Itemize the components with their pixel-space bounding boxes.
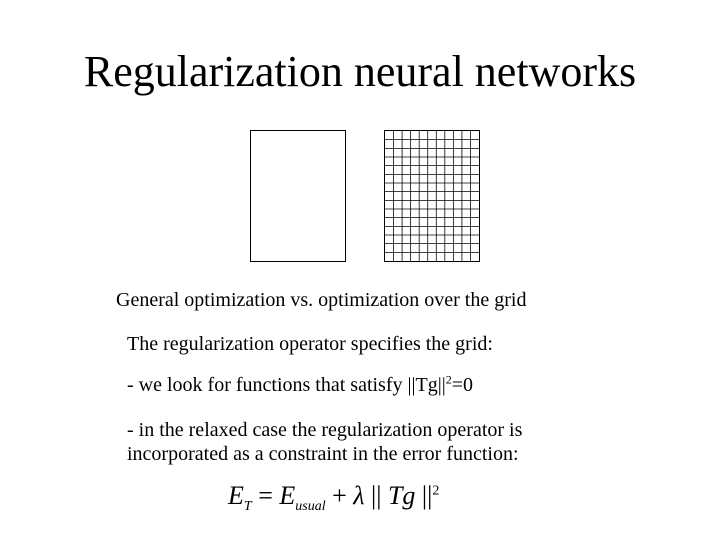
plain-rectangle <box>250 130 346 262</box>
formula-lhs-subscript: T <box>243 499 252 515</box>
error-function-formula: ET = Eusual + λ || Tg ||2 <box>228 480 440 515</box>
paragraph-constraint: - we look for functions that satisfy ||T… <box>127 373 473 397</box>
slide-title: Regularization neural networks <box>83 47 637 96</box>
formula-power: 2 <box>432 483 440 499</box>
formula-equals: = <box>258 481 273 510</box>
paragraph-relaxed-case: - in the relaxed case the regularization… <box>127 418 522 466</box>
grid-rectangle <box>384 130 480 262</box>
formula-term1-subscript: usual <box>295 499 326 515</box>
formula-lhs: E <box>228 481 244 510</box>
relaxed-line-1: - in the relaxed case the regularization… <box>127 419 523 441</box>
constraint-text: - we look for functions that satisfy ||T… <box>127 374 446 396</box>
figure-caption: General optimization vs. optimization ov… <box>116 289 527 311</box>
formula-norm-left: || <box>371 481 382 510</box>
formula-term1: E <box>279 481 296 510</box>
formula-lambda: λ <box>353 481 365 510</box>
constraint-equals: =0 <box>451 374 474 396</box>
grid-lines <box>385 131 479 261</box>
relaxed-line-2: incorporated as a constraint in the erro… <box>127 443 519 465</box>
constraint-power: 2 <box>445 372 452 387</box>
paragraph-grid-definition: The regularization operator specifies th… <box>127 333 493 355</box>
formula-norm-right: || <box>421 481 433 510</box>
formula-operator: Tg <box>387 481 416 510</box>
formula-plus: + <box>332 481 347 510</box>
